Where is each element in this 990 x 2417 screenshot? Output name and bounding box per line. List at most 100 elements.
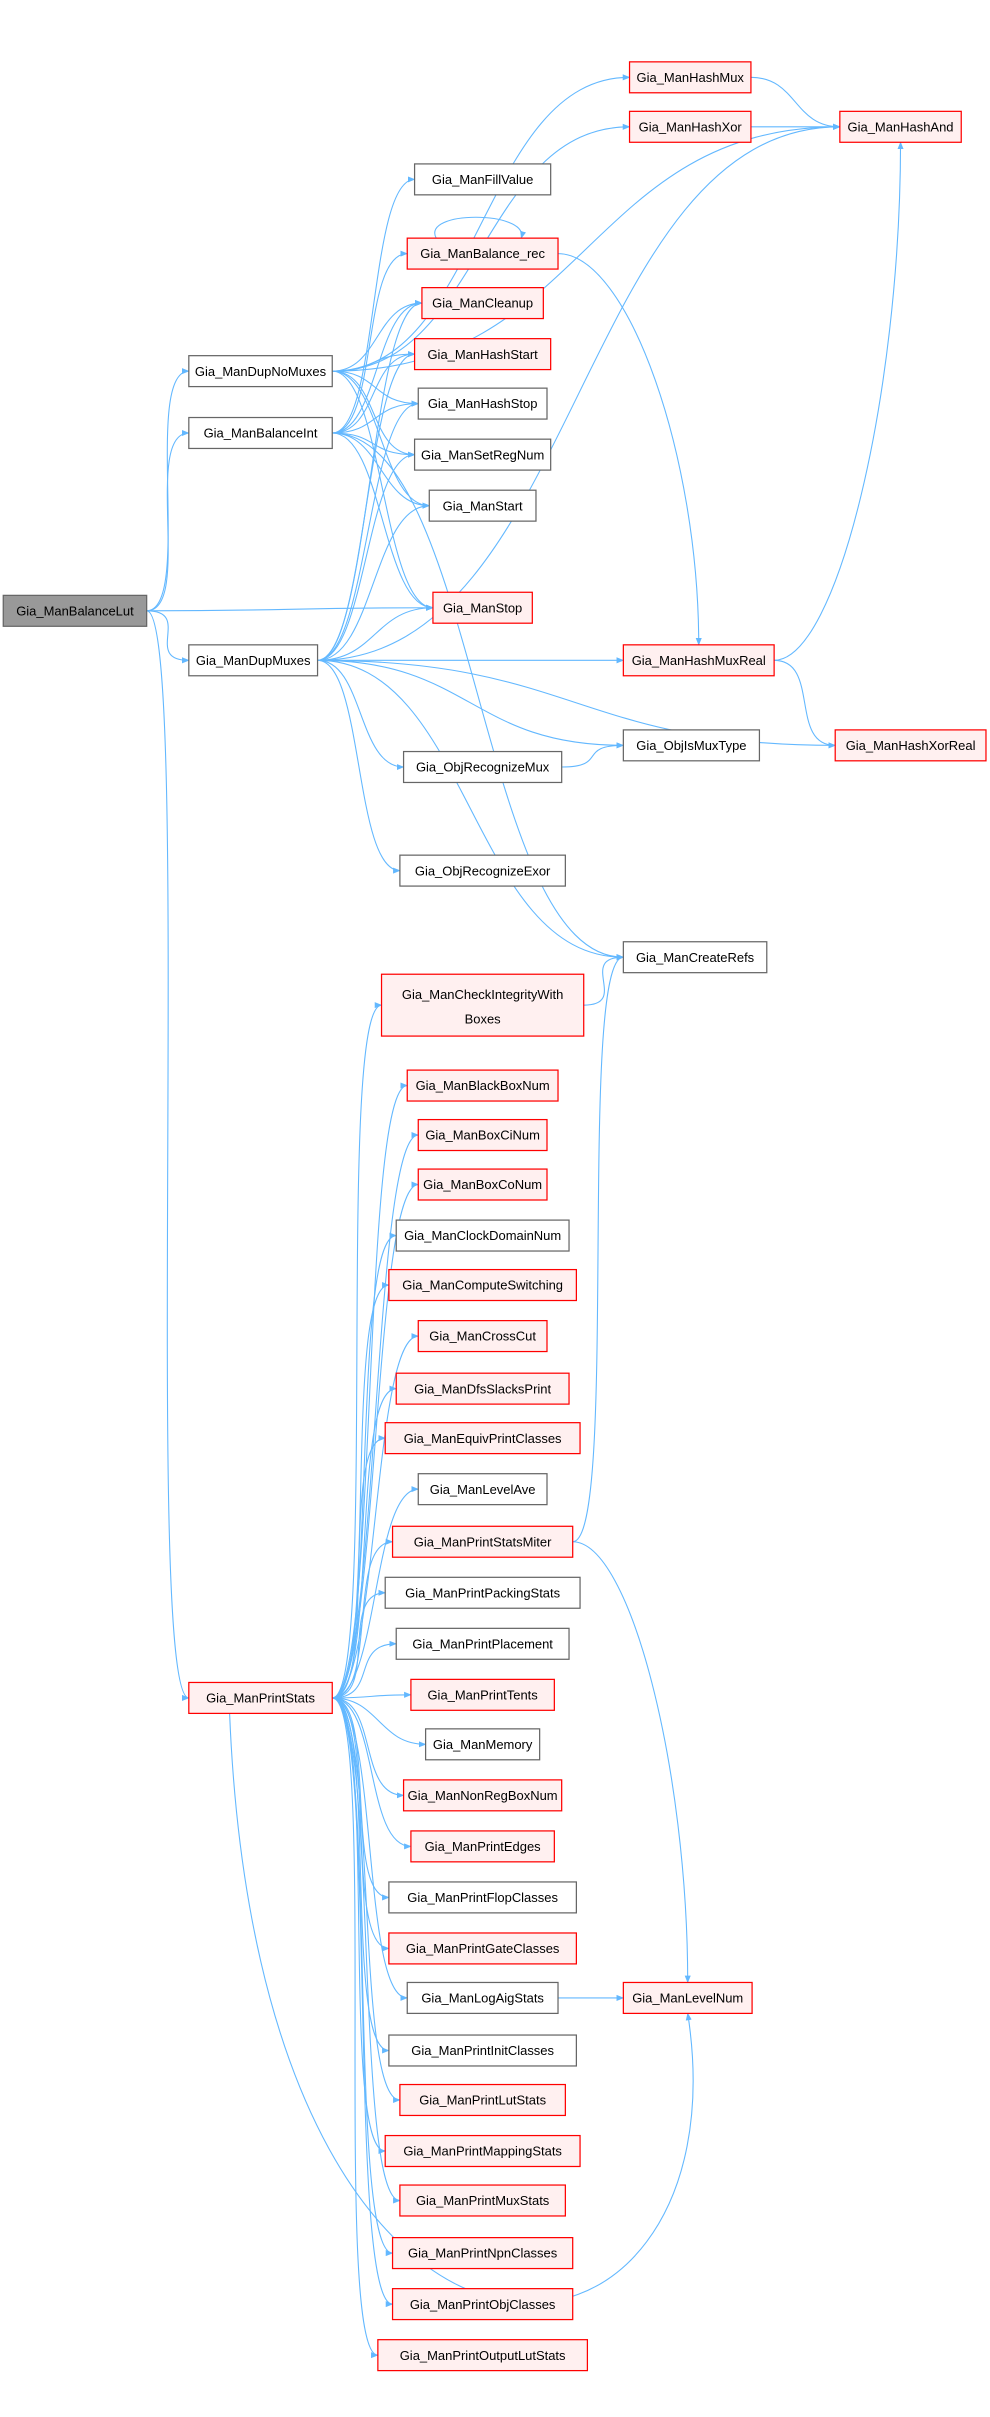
node-printplacement[interactable]: Gia_ManPrintPlacement [395,1627,570,1660]
node-boxcinum[interactable]: Gia_ManBoxCiNum [417,1118,548,1152]
node-box [388,1932,577,1965]
edge-printstats-to-printpackingstats [332,1589,386,1699]
node-printpackingstats[interactable]: Gia_ManPrintPackingStats [384,1576,581,1609]
node-printlutstats[interactable]: Gia_ManPrintLutStats [399,2083,566,2117]
edge-printstats-to-printoutputlutstats [332,1697,379,2359]
node-objrecognizemux[interactable]: Gia_ObjRecognizeMux [402,750,563,784]
node-box [384,1576,581,1609]
node-dupmuxes[interactable]: Gia_ManDupMuxes [188,644,319,677]
edge-printstats-to-printobjclasses [332,1697,394,2308]
node-hashxorreal[interactable]: Gia_ManHashXorReal [834,729,987,762]
edge-dupmuxes-to-objrecognizemux [317,659,405,771]
node-start[interactable]: Gia_ManStart [428,489,537,522]
node-crosscut[interactable]: Gia_ManCrossCut [417,1319,548,1353]
node-hashxor[interactable]: Gia_ManHashXor [628,110,752,143]
node-box [428,489,537,522]
node-hashmux[interactable]: Gia_ManHashMux [628,61,752,94]
node-printoutputlutstats[interactable]: Gia_ManPrintOutputLutStats [377,2339,589,2372]
node-cleanup[interactable]: Gia_ManCleanup [421,287,544,320]
node-logaigstats[interactable]: Gia_ManLogAigStats [406,1981,559,2015]
node-label: Gia_ManPrintMappingStats [403,2144,562,2159]
node-box [188,355,333,388]
node-printstats[interactable]: Gia_ManPrintStats [188,1681,333,1715]
node-dupnomuxes[interactable]: Gia_ManDupNoMuxes [188,355,333,388]
node-hashmuxreal[interactable]: Gia_ManHashMuxReal [622,644,775,677]
node-nonregboxnum[interactable]: Gia_ManNonRegBoxNum [402,1779,563,1812]
edge-dupmuxes-to-setregnum [317,451,416,661]
node-printedges[interactable]: Gia_ManPrintEdges [410,1830,555,1863]
node-label: Gia_ManHashStart [427,347,538,362]
node-fillvalue[interactable]: Gia_ManFillValue [413,163,552,196]
node-balance_rec[interactable]: Gia_ManBalance_rec [406,237,559,270]
node-objismuxtype[interactable]: Gia_ObjIsMuxType [622,729,761,762]
node-printstatsmiter[interactable]: Gia_ManPrintStatsMiter [391,1525,574,1558]
node-label: Gia_ManHashXor [639,119,743,134]
node-setregnum[interactable]: Gia_ManSetRegNum [413,438,552,471]
node-printflopclasses[interactable]: Gia_ManPrintFlopClasses [388,1881,577,1914]
node-printnpnclasses[interactable]: Gia_ManPrintNpnClasses [391,2237,574,2270]
node-label: Gia_ManLevelNum [632,1991,743,2006]
node-printtents[interactable]: Gia_ManPrintTents [410,1678,555,1711]
node-hashstart[interactable]: Gia_ManHashStart [413,338,552,371]
node-dfsslacksprint[interactable]: Gia_ManDfsSlacksPrint [395,1372,570,1405]
node-balancelut[interactable]: Gia_ManBalanceLut [2,594,148,627]
node-label: Gia_ManBoxCiNum [425,1128,540,1143]
edge-balanceint-to-createrefs [332,432,625,961]
edge-printstats-to-printflopclasses [332,1697,390,1901]
node-box [2,594,148,627]
node-printmappingstats[interactable]: Gia_ManPrintMappingStats [384,2134,581,2168]
node-balanceint[interactable]: Gia_ManBalanceInt [188,416,333,450]
node-hashand[interactable]: Gia_ManHashAnd [839,110,962,143]
edge-balancelut-to-balanceint [146,429,190,612]
node-levelnum[interactable]: Gia_ManLevelNum [622,1981,753,2015]
node-clockdomainnum[interactable]: Gia_ManClockDomainNum [395,1219,570,1252]
node-box [628,110,752,143]
node-box [406,237,559,270]
node-box [402,1779,563,1812]
node-label: Gia_ManLogAigStats [421,1991,544,2006]
node-label: Gia_ManPrintOutputLutStats [400,2348,566,2363]
node-label: Gia_ManDfsSlacksPrint [414,1381,551,1396]
node-stop[interactable]: Gia_ManStop [432,591,533,624]
edge-dupmuxes-to-stop [317,604,434,661]
node-printobjclasses[interactable]: Gia_ManPrintObjClasses [391,2288,574,2321]
node-box [399,2083,566,2117]
edge-hashmuxreal-to-hashxorreal [774,659,836,749]
node-blackboxnum[interactable]: Gia_ManBlackBoxNum [406,1069,559,1102]
node-objrecognizeexor[interactable]: Gia_ObjRecognizeExor [399,854,566,887]
node-label: Gia_ManLevelAve [430,1482,536,1497]
edge-dupnomuxes-to-cleanup [332,300,423,372]
node-boxconum[interactable]: Gia_ManBoxCoNum [417,1168,548,1201]
node-equivprintclasses[interactable]: Gia_ManEquivPrintClasses [384,1422,581,1455]
node-printgateclasses[interactable]: Gia_ManPrintGateClasses [388,1932,577,1965]
node-box [384,2134,581,2168]
edge-dupmuxes-to-start [317,502,431,661]
edge-printstats-to-printplacement [332,1640,397,1699]
edge-balancelut-to-stop [146,604,434,612]
node-hashstop[interactable]: Gia_ManHashStop [417,387,548,420]
node-memory[interactable]: Gia_ManMemory [424,1728,541,1761]
node-label: Gia_ManHashMuxReal [632,653,766,668]
node-label: Gia_ManComputeSwitching [402,1278,563,1293]
edge-printstats-to-printmuxstats [332,1697,401,2204]
edge-balanceint-to-fillvalue [332,176,416,434]
node-box [424,1728,541,1761]
node-createrefs[interactable]: Gia_ManCreateRefs [622,941,768,974]
node-computeswitching[interactable]: Gia_ManComputeSwitching [388,1268,577,1302]
node-box [406,1069,559,1102]
node-printmuxstats[interactable]: Gia_ManPrintMuxStats [399,2184,566,2217]
node-levelave[interactable]: Gia_ManLevelAve [417,1473,548,1506]
node-label: Gia_ManCreateRefs [636,950,755,965]
edge-dupnomuxes-to-start [332,370,431,509]
node-label: Gia_ManPrintMuxStats [416,2193,550,2208]
node-label: Gia_ManCleanup [432,296,533,311]
node-label: Gia_ManEquivPrintClasses [404,1431,562,1446]
node-box [622,729,761,762]
node-label: Gia_ManHashXorReal [846,738,976,753]
node-box [417,1473,548,1506]
node-box [622,941,768,974]
edge-printstatsmiter-to-levelnum [572,1541,691,1984]
node-printinitclasses[interactable]: Gia_ManPrintInitClasses [388,2034,577,2067]
